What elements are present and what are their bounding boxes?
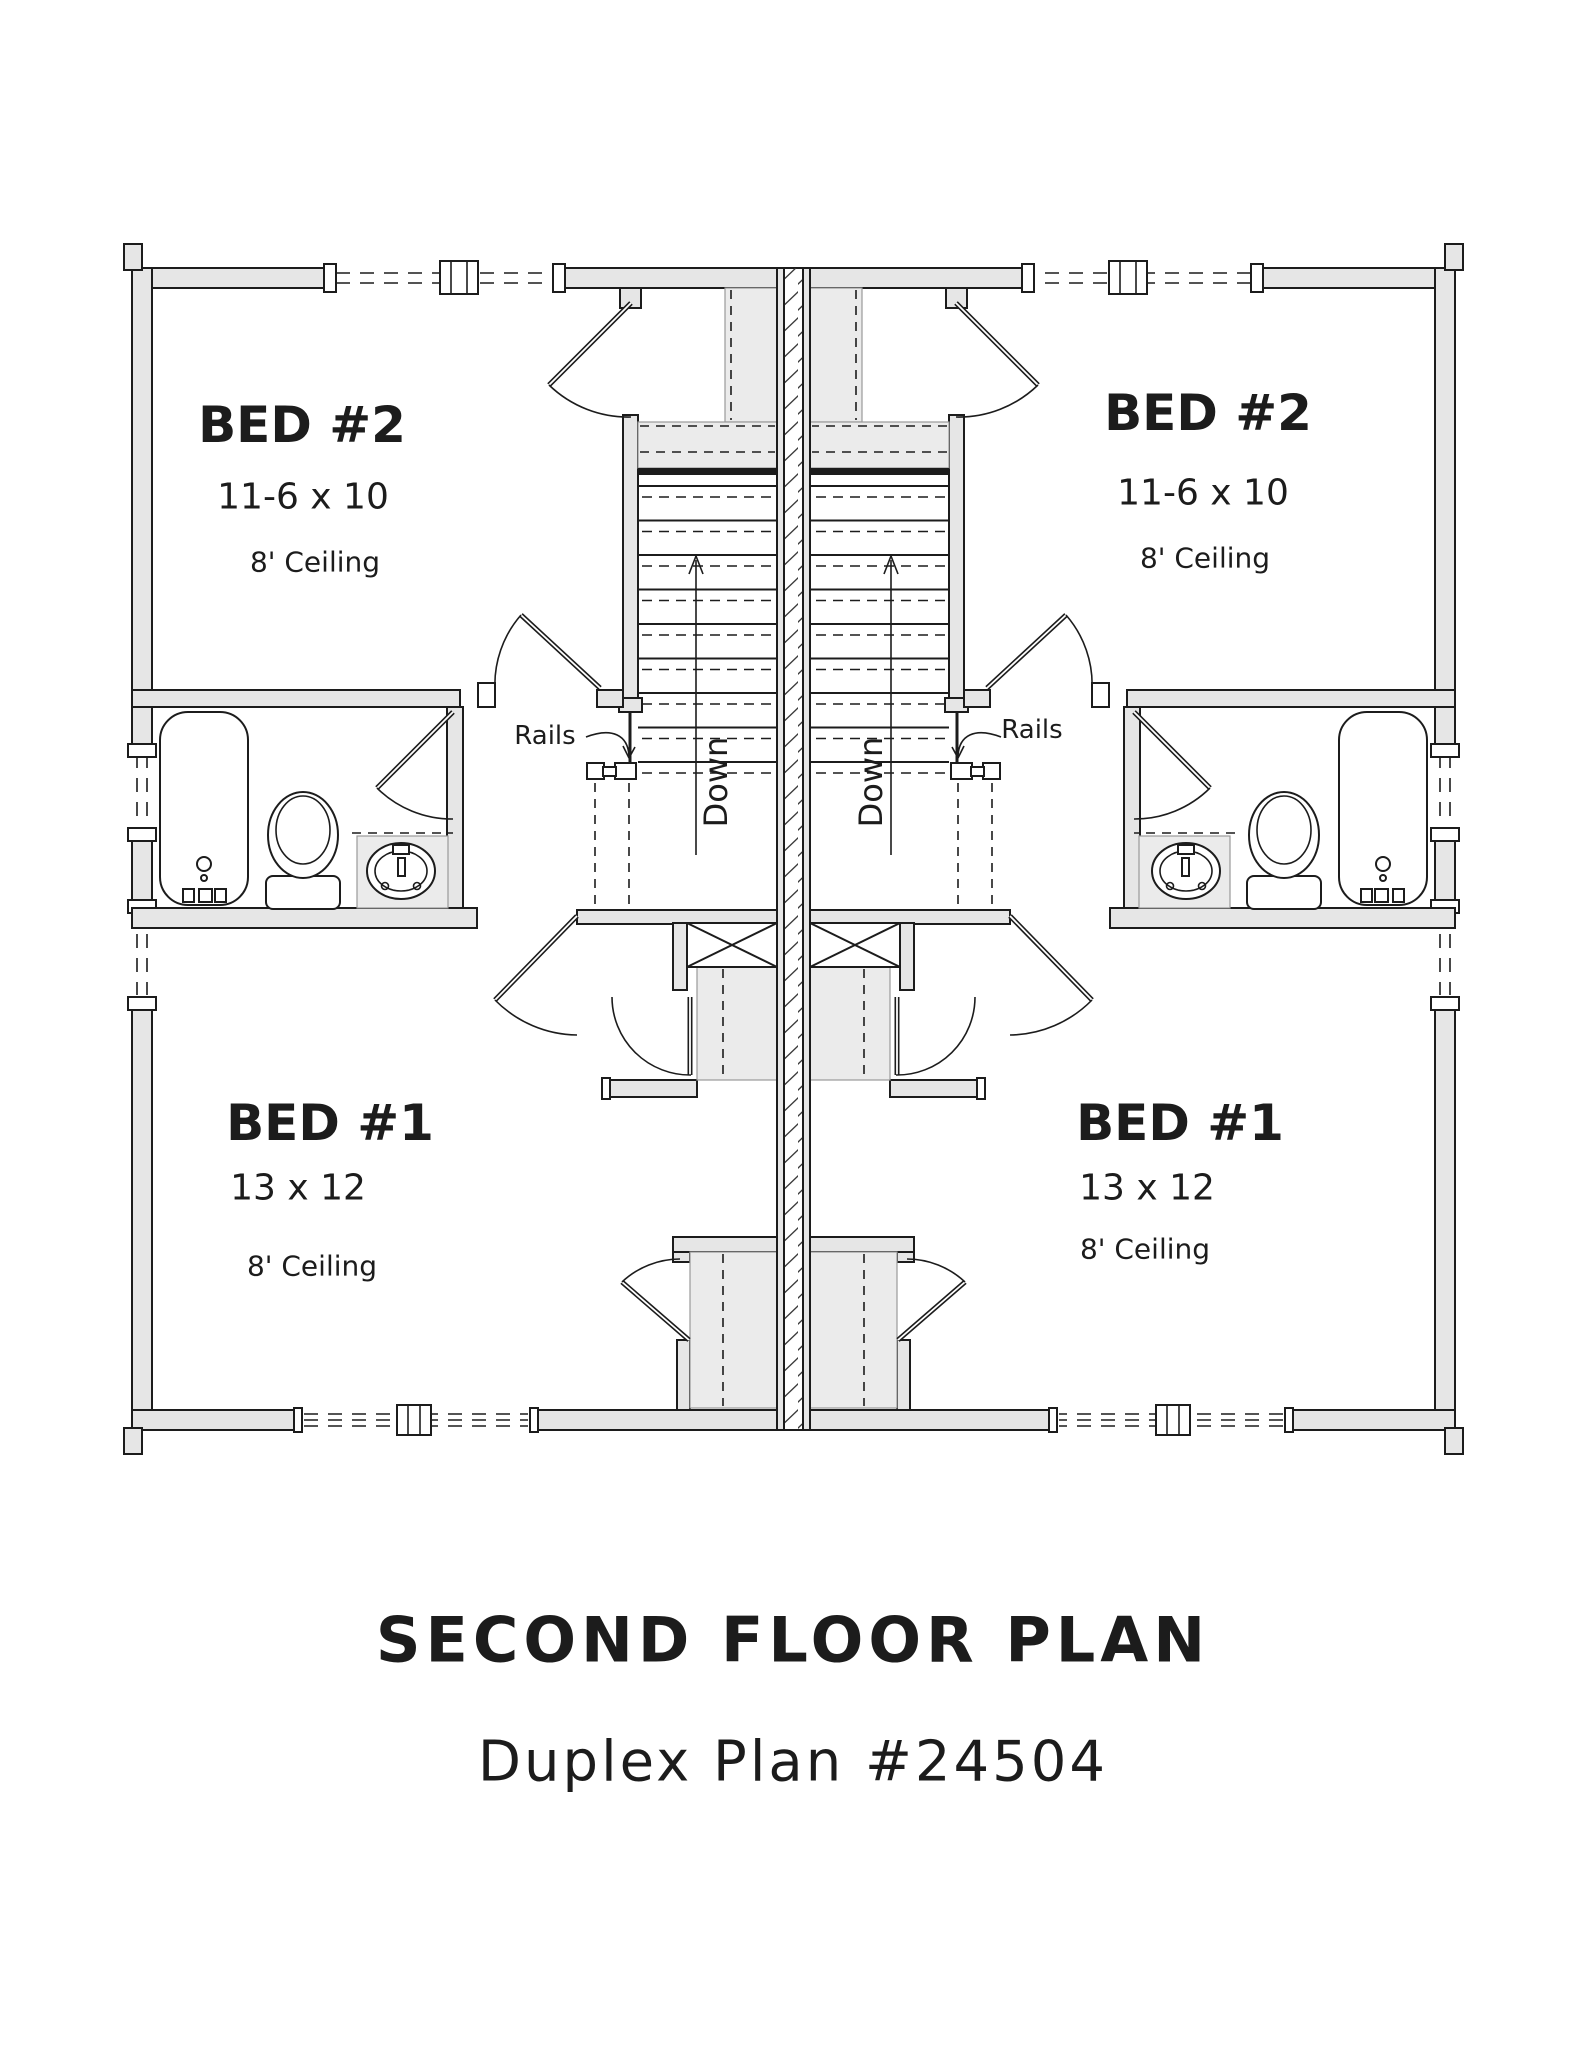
down-label-right: Down [852, 737, 890, 828]
sheet-title: SECOND FLOOR PLAN [376, 1604, 1210, 1677]
room-label-bed1-right: BED #1 [1076, 1094, 1284, 1152]
room-dims-bed2-right: 11-6 x 10 [1117, 473, 1289, 514]
party-wall [776, 267, 811, 1431]
sheet-subtitle: Duplex Plan #24504 [478, 1730, 1108, 1795]
stair-annotations: Rails Rails Down Down [514, 715, 1062, 827]
room-dims-bed1-left: 13 x 12 [230, 1168, 366, 1209]
rails-label-right: Rails [1001, 715, 1062, 745]
room-dims-bed1-right: 13 x 12 [1079, 1168, 1215, 1209]
room-label-bed1-left: BED #1 [226, 1094, 434, 1152]
room-label-bed2-left: BED #2 [198, 396, 406, 454]
room-ceiling-bed1-right: 8' Ceiling [1080, 1233, 1210, 1266]
room-ceiling-bed2-right: 8' Ceiling [1140, 542, 1270, 575]
down-label-left: Down [697, 737, 735, 828]
room-ceiling-bed2-left: 8' Ceiling [250, 546, 380, 579]
rails-label-left: Rails [514, 721, 575, 751]
title-block: SECOND FLOOR PLAN Duplex Plan #24504 [376, 1604, 1210, 1795]
room-labels: BED #2 11-6 x 10 8' Ceiling BED #2 11-6 … [198, 384, 1312, 1283]
room-label-bed2-right: BED #2 [1104, 384, 1312, 442]
room-ceiling-bed1-left: 8' Ceiling [247, 1250, 377, 1283]
room-dims-bed2-left: 11-6 x 10 [217, 477, 389, 518]
